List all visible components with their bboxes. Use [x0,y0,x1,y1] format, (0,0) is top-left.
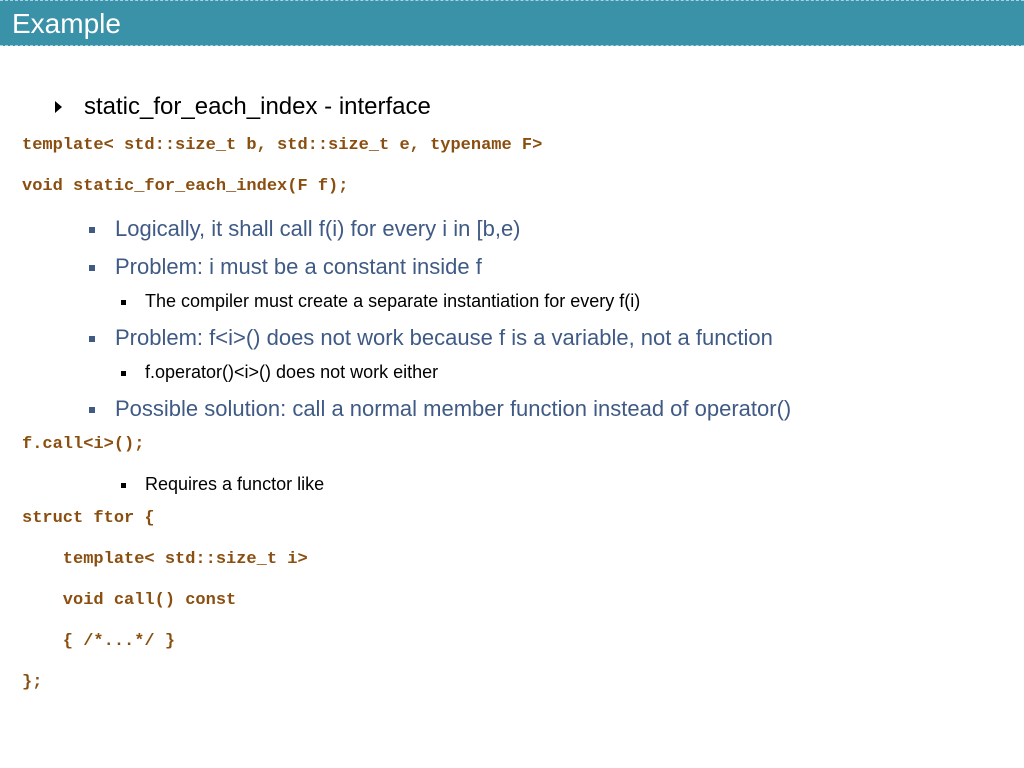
bullet-problem-constant: Problem: i must be a constant inside f [115,254,482,279]
bullet-logically: Logically, it shall call f(i) for every … [115,216,521,241]
slide-title: Example [12,8,121,39]
square-bullet-icon [89,227,95,233]
code-line-struct: struct ftor { [22,509,155,528]
bullet-problem-variable: Problem: f<i>() does not work because f … [115,325,773,350]
code-line-body: { /*...*/ } [22,632,176,651]
triangle-bullet-icon [55,101,62,113]
code-line-template-i: template< std::size_t i> [22,550,308,569]
square-bullet-icon [89,265,95,271]
square-bullet-icon [121,300,126,305]
bullet-possible-solution: Possible solution: call a normal member … [115,396,792,421]
code-line-void-call: void call() const [22,591,237,610]
sub-bullet-instantiation: The compiler must create a separate inst… [145,291,641,311]
square-bullet-icon [89,336,95,342]
square-bullet-icon [121,483,126,488]
code-line-template: template< std::size_t b, std::size_t e, … [22,136,543,155]
code-line-call: f.call<i>(); [22,435,145,454]
sub-bullet-functor: Requires a functor like [145,474,325,494]
code-line-signature: void static_for_each_index(F f); [22,177,349,196]
title-bar: Example [0,0,1024,46]
code-line-close: }; [22,673,43,692]
square-bullet-icon [121,371,126,376]
sub-bullet-operator: f.operator()<i>() does not work either [145,362,439,382]
square-bullet-icon [89,407,95,413]
heading: static_for_each_index - interface [84,93,431,120]
